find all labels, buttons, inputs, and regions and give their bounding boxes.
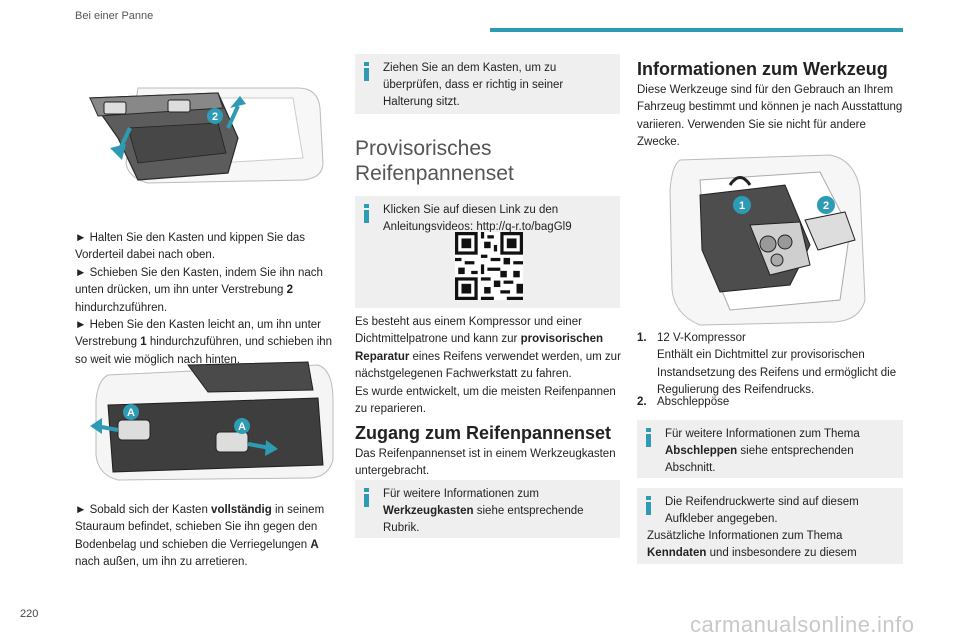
step-bold: 2 (286, 284, 294, 297)
para-text: Es wurde entwickelt, um die meisten Reif… (355, 385, 616, 416)
section-title-line: Reifenpannenset (355, 162, 514, 185)
info-icon (364, 488, 370, 508)
figure-box-tilting: 2 (88, 87, 324, 184)
info-text-bold: Werkzeugkasten (383, 505, 474, 517)
info-text: Für weitere Informationen zum Thema Absc… (647, 426, 893, 477)
para-bold: provisorischen Reparatur (355, 333, 604, 363)
info-box-toolbox: Für weitere Informationen zum Werkzeugka… (355, 480, 620, 538)
info-box-video: Klicken Sie auf diesen Link zu den Anlei… (355, 196, 620, 308)
page-number: 220 (20, 608, 39, 620)
list-item-title: 12 V-Kompressor (657, 332, 746, 344)
step-bold: 1 (140, 336, 147, 349)
step-text: nach außen, um ihn zu arretieren. (75, 556, 248, 569)
info-text: Klicken Sie auf diesen Link zu den Anlei… (383, 204, 572, 233)
info-text-bold: Kenndaten (647, 547, 707, 559)
figure-label-a: A (238, 421, 246, 433)
info-icon (646, 496, 652, 516)
step-text: ► Schieben Sie den Kasten, indem Sie ihn… (75, 266, 323, 297)
figure-locks: A A (90, 361, 334, 481)
figure-label-1: 1 (739, 200, 745, 212)
figure-label-a: A (127, 407, 135, 419)
list-item-number: 2. (637, 396, 647, 408)
info-box-towing: Für weitere Informationen zum Thema Absc… (637, 420, 903, 478)
para-text: Es besteht aus einem Kompressor und eine… (355, 316, 582, 346)
step-text: in seinem Stauraum befindet, schieben Si… (75, 504, 325, 551)
info-text-bold: Abschleppen (665, 445, 738, 457)
info-box-check: Ziehen Sie an dem Kasten, um zu überprüf… (355, 54, 620, 114)
info-icon (364, 62, 370, 82)
list-item-title: Abschleppöse (657, 396, 730, 408)
info-text-part: Für weitere Informationen zum Thema (665, 428, 860, 440)
step-text: hindurchzuführen, und schieben ihn so we… (75, 336, 333, 366)
step-bold: vollständig (211, 504, 272, 516)
paragraph-description: Es besteht aus einem Kompressor und eine… (355, 314, 623, 418)
subsection-title: Informationen zum Werkzeug (637, 59, 888, 79)
info-icon (646, 428, 652, 448)
subsection-title: Zugang zum Reifenpannenset (355, 423, 612, 443)
figure-label-2: 2 (823, 200, 829, 212)
list-item: 1. 12 V-Kompressor Enthält ein Dichtmitt… (637, 330, 903, 396)
info-text-part: siehe entsprechenden Abschnitt. (665, 445, 854, 474)
info-box-tyre-pressure: Die Reifendruckwerte sind auf diesem Auf… (637, 488, 903, 564)
watermark: carmanualsonline.info (690, 612, 915, 637)
step-text: hindurchzuführen. (75, 301, 168, 314)
section-title: Provisorisches Reifenpannenset (355, 136, 620, 186)
info-text: Ziehen Sie an dem Kasten, um zu überprüf… (383, 62, 564, 108)
info-text-cont: Zusätzliche Informationen zum Thema Kenn… (647, 528, 893, 562)
info-text-part: und insbesondere zu diesem (706, 547, 857, 559)
info-icon (364, 204, 370, 224)
running-header: Bei einer Panne (75, 10, 154, 22)
qr-code-icon (455, 232, 523, 300)
info-text: Die Reifendruckwerte sind auf diesem Auf… (665, 496, 859, 525)
steps-group-1: ► Halten Sie den Kasten und kippen Sie d… (75, 230, 337, 369)
step-text: ► Sobald sich der Kasten (75, 504, 212, 516)
list-item-desc: Enthält ein Dichtmittel zur provisorisch… (657, 349, 897, 397)
paragraph-access: Das Reifenpannenset ist in einem Werkzeu… (355, 448, 616, 478)
step-bold: A (310, 538, 319, 551)
paragraph-tools: Diese Werkzeuge sind für den Gebrauch an… (637, 84, 903, 149)
step-text: ► Halten Sie den Kasten und kippen Sie d… (75, 232, 306, 262)
info-text: Für weitere Informationen zum Werkzeugka… (365, 486, 610, 537)
list-item-body: 12 V-Kompressor Enthält ein Dichtmittel … (657, 330, 903, 400)
header-accent-bar (490, 28, 903, 32)
section-title-line: Provisorisches (355, 137, 492, 160)
info-text-part: Zusätzliche Informationen zum Thema (647, 530, 843, 542)
figure-label-2: 2 (212, 111, 218, 123)
steps-group-2: ► Sobald sich der Kasten vollständig in … (75, 502, 337, 572)
list-item-number: 1. (637, 332, 647, 344)
info-text-part: siehe entsprechende Rubrik. (383, 505, 584, 534)
list-item: 2. Abschleppöse (637, 394, 903, 412)
para-text: eines Reifens verwendet werden, um zur n… (355, 350, 621, 381)
info-text-part: Für weitere Informationen zum (383, 488, 539, 500)
figure-toolkit: 1 2 (669, 154, 866, 326)
step-text: ► Heben Sie den Kasten leicht an, um ihn… (75, 319, 322, 349)
